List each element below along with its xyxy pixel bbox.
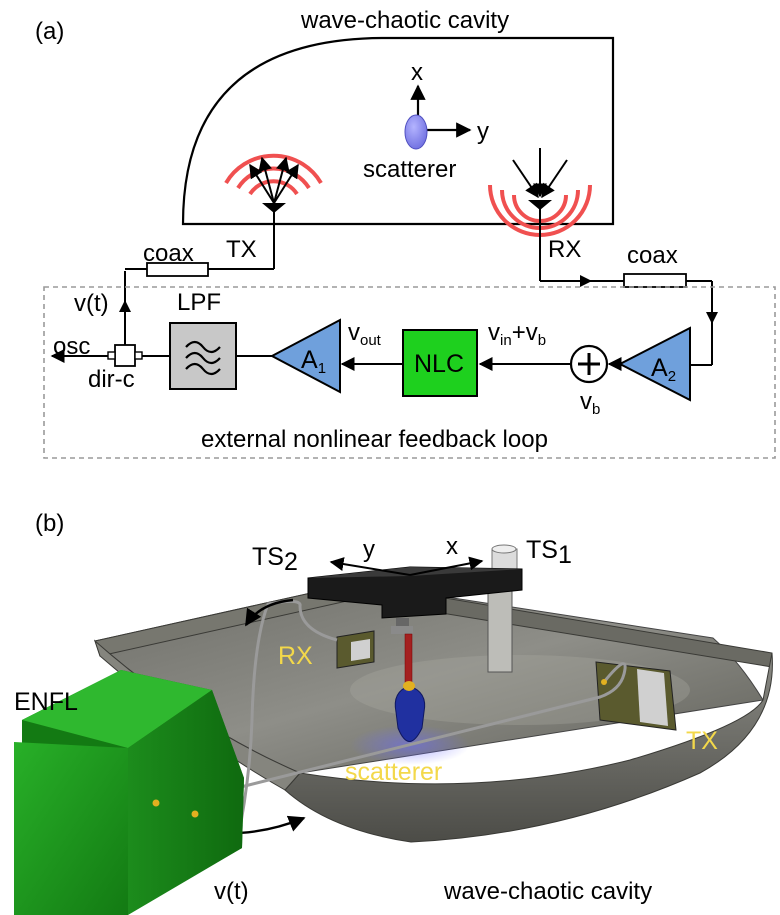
- svg-text:A2: A2: [651, 354, 676, 385]
- amplifier-a1: A1: [269, 318, 341, 394]
- summing-junction: [569, 344, 609, 384]
- panel-a-label: (a): [35, 18, 64, 45]
- tx-antenna: [224, 153, 323, 269]
- tx-cable: [164, 662, 627, 808]
- a1-base: A: [301, 346, 318, 374]
- svg-text:vb: vb: [580, 388, 600, 418]
- nlc-label: NLC: [414, 350, 464, 378]
- ts2-sub: 2: [284, 548, 298, 576]
- rx-patch-label: RX: [278, 642, 313, 670]
- vt-3d-label: v(t): [214, 878, 249, 905]
- rx-label: RX: [548, 236, 581, 263]
- vb-sub: b: [592, 401, 600, 418]
- enfl-box: [14, 670, 244, 915]
- a1-sub: 1: [318, 360, 326, 377]
- amplifier-a2: A2: [617, 326, 691, 402]
- tx-antenna-patch: [595, 661, 677, 731]
- stage-axis-x-label: x: [446, 533, 458, 560]
- loop-label: external nonlinear feedback loop: [201, 426, 548, 453]
- scatterer-3d-label: scatterer: [345, 758, 442, 786]
- svg-text:vout: vout: [348, 319, 382, 349]
- scatterer-coordinate-system: x y scatterer: [363, 59, 489, 183]
- scatterer-label: scatterer: [363, 156, 456, 183]
- lpf-block: [169, 322, 237, 390]
- cavity-curved-wall: [284, 652, 773, 843]
- plus-vb-sub: b: [538, 332, 546, 349]
- tx-label: TX: [226, 236, 257, 263]
- vin-base: v: [488, 319, 500, 346]
- stage-axis-y-label: y: [363, 536, 375, 563]
- panel-b-label: (b): [35, 510, 64, 537]
- lpf-label: LPF: [177, 289, 221, 316]
- nlc-block: NLC: [402, 329, 478, 397]
- stage-x-axis-arrow: [409, 556, 484, 576]
- svg-text:A1: A1: [301, 346, 326, 377]
- ts1-base: TS: [526, 536, 558, 564]
- left-coax: coax: [119, 240, 274, 345]
- rx-signal-arrow: [244, 598, 294, 627]
- svg-text:TS1: TS1: [526, 536, 572, 569]
- a2-sub: 2: [668, 368, 676, 385]
- enfl-label: ENFL: [14, 688, 78, 716]
- cavity-title: wave-chaotic cavity: [300, 7, 509, 34]
- ts1-sub: 1: [558, 541, 572, 569]
- vin-sub: in: [500, 332, 512, 349]
- rx-antenna-patch: [336, 630, 375, 669]
- vout-sub: out: [360, 332, 382, 349]
- svg-text:vin+vb: vin+vb: [488, 319, 546, 349]
- dirc-label: dir-c: [88, 366, 135, 393]
- panel-b: (b): [14, 510, 773, 915]
- axis-y-label: y: [477, 118, 489, 145]
- cavity-3d-label: wave-chaotic cavity: [443, 878, 652, 905]
- a2-base: A: [651, 354, 668, 382]
- stage-y-axis-arrow: [329, 557, 411, 576]
- right-coax: coax: [540, 242, 718, 366]
- vout-base: v: [348, 319, 360, 346]
- ts2-base: TS: [252, 543, 284, 571]
- axis-x-label: x: [411, 59, 423, 86]
- coax-right-label: coax: [627, 242, 678, 269]
- vt-label: v(t): [74, 290, 109, 317]
- svg-text:TS2: TS2: [252, 543, 298, 576]
- panel-a: (a) wave-chaotic cavity x y scatterer: [35, 7, 776, 459]
- tx-patch-label: TX: [686, 727, 718, 755]
- scatterer-disc: [404, 114, 428, 150]
- directional-coupler: [50, 344, 170, 367]
- plus-vb-base: +v: [512, 319, 538, 346]
- cavity-outline: [181, 36, 615, 226]
- rx-antenna: [488, 148, 592, 281]
- vb-base: v: [580, 388, 592, 415]
